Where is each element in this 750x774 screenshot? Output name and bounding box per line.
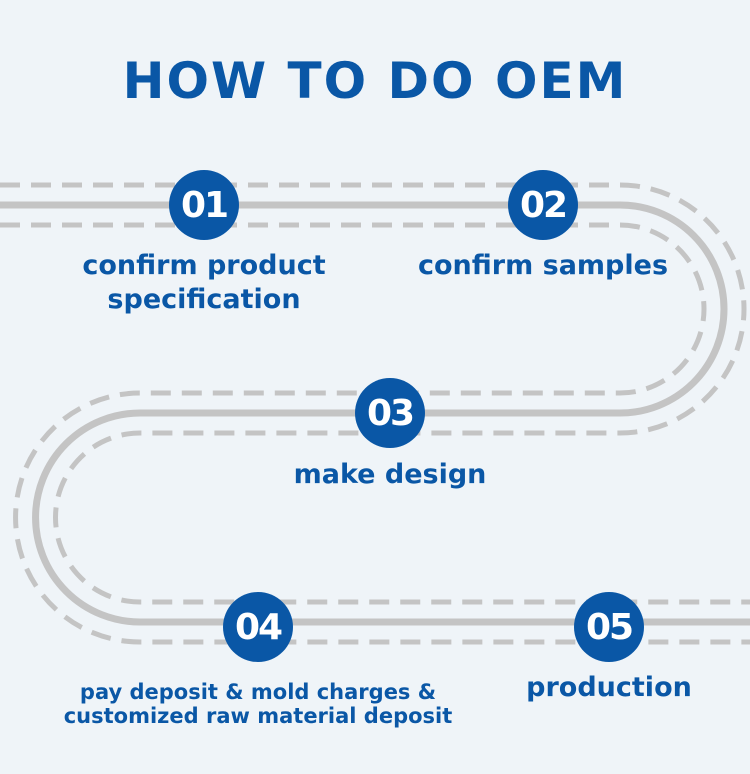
- step-02-label-line1: confirm samples: [417, 250, 669, 281]
- step-03-label: make design: [240, 458, 540, 492]
- step-05-label-line1: production: [526, 672, 692, 703]
- step-04-badge: 04: [223, 592, 293, 662]
- step-04-label-line2: customized raw material deposit: [63, 704, 453, 728]
- step-03-label-line1: make design: [293, 459, 487, 490]
- road-outer-dashes: [0, 182, 750, 605]
- step-05-badge: 05: [574, 592, 644, 662]
- step-01-label: confirm product specification: [54, 249, 354, 317]
- step-05-label: production: [459, 671, 750, 705]
- road-inner-dashes: [0, 222, 750, 645]
- step-04-label-line1: pay deposit & mold charges &: [79, 680, 437, 704]
- step-03-badge: 03: [355, 378, 425, 448]
- step-04-label: pay deposit & mold charges & customized …: [28, 680, 488, 728]
- step-01-label-line2: specification: [107, 284, 301, 315]
- step-02-badge: 02: [508, 170, 578, 240]
- step-02-label: confirm samples: [393, 249, 693, 283]
- page-title: HOW TO DO OEM: [122, 52, 628, 110]
- step-01-badge: 01: [169, 170, 239, 240]
- step-01-label-line1: confirm product: [82, 250, 326, 281]
